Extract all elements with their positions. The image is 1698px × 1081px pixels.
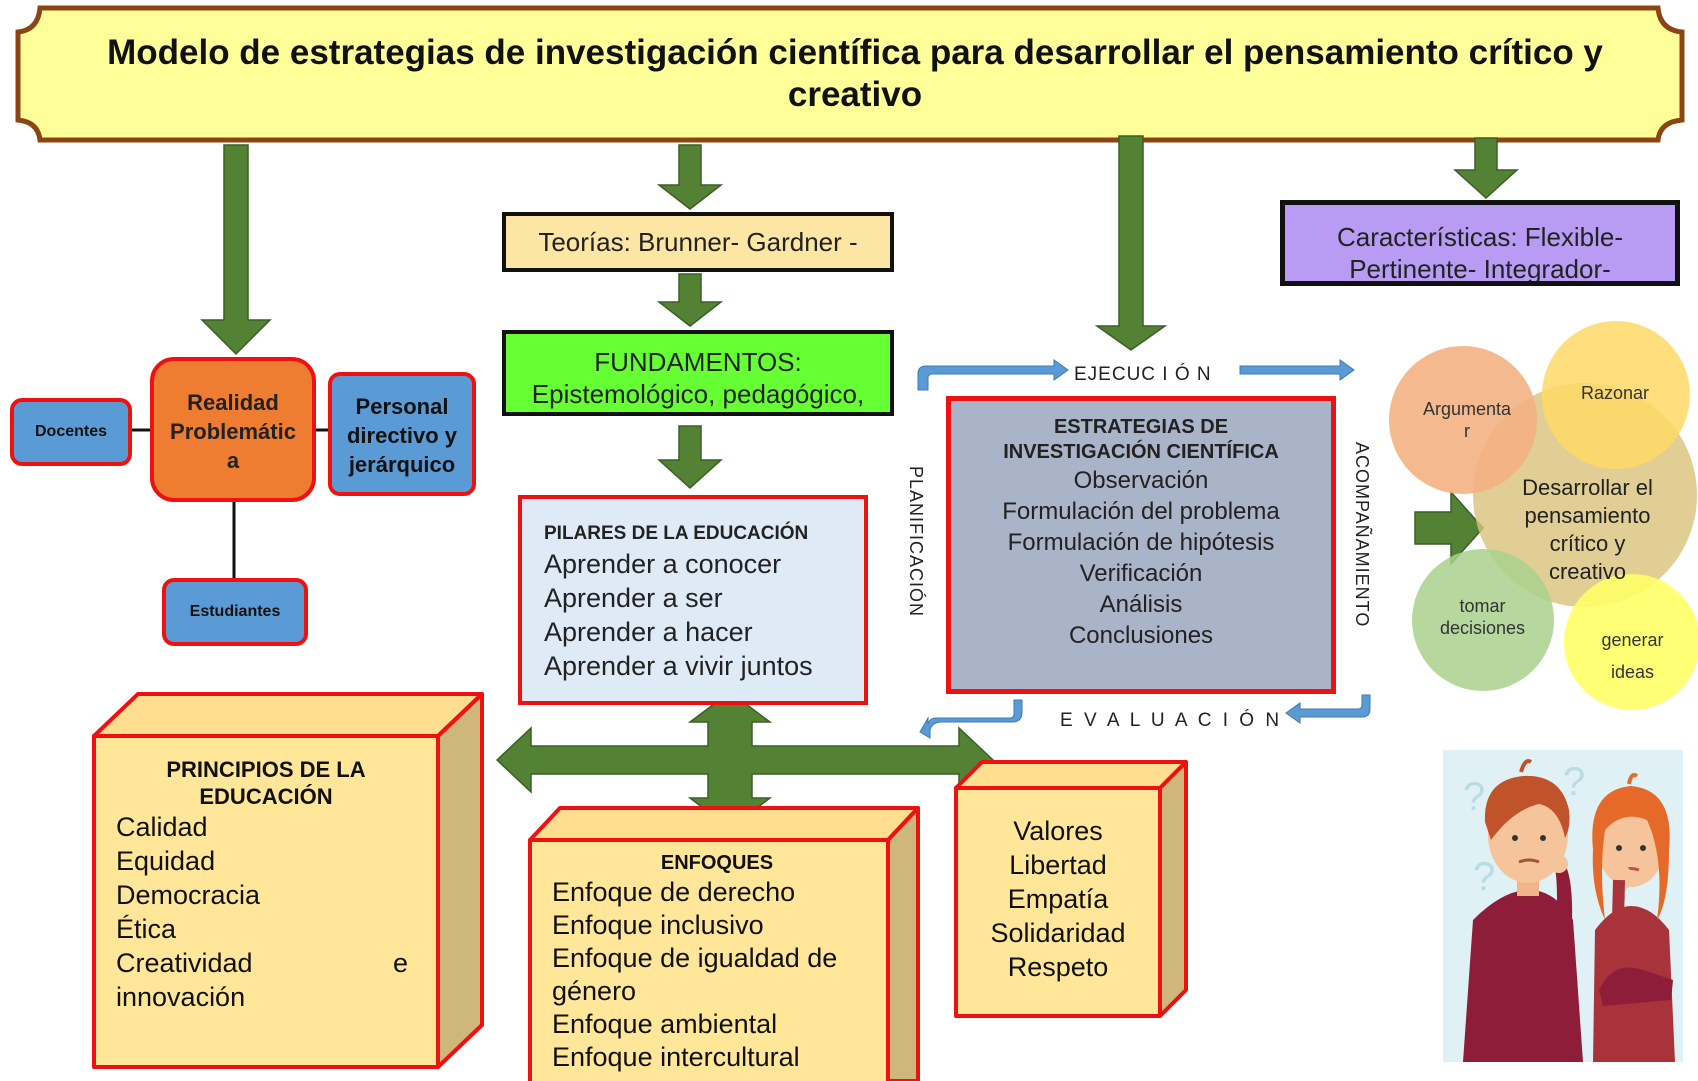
valor-item: Solidaridad bbox=[990, 918, 1126, 948]
realidad-line1: Realidad bbox=[187, 390, 279, 415]
personal-box: Personal directivo y jerárquico bbox=[328, 372, 476, 496]
thinking-people-illustration: ????? bbox=[1443, 750, 1683, 1062]
valores-box-front bbox=[954, 786, 1162, 1018]
realidad-line3: a bbox=[226, 448, 240, 473]
principios-heading-2: EDUCACIÓN bbox=[199, 784, 333, 809]
page-title: Modelo de estrategias de investigación c… bbox=[107, 33, 1603, 114]
fundamentos-box: FUNDAMENTOS: Epistemológico, pedagógico, bbox=[502, 330, 894, 416]
evaluacion-label: E V A L U A C I Ó N bbox=[1060, 710, 1283, 731]
valores-content: Valores Libertad Empatía Solidaridad Res… bbox=[960, 814, 1156, 984]
cycle-arrow-bottom-left bbox=[919, 699, 1023, 739]
title-banner bbox=[15, 5, 1685, 143]
fundamentos-line1: FUNDAMENTOS: bbox=[594, 347, 802, 377]
venn-razonar-label: Razonar bbox=[1580, 383, 1650, 403]
boy-figure bbox=[1463, 759, 1583, 1062]
docentes-box: Docentes bbox=[10, 398, 132, 466]
cycle-arrow-top-left bbox=[917, 359, 1069, 391]
principio-item: Equidad bbox=[116, 846, 216, 876]
personal-line3: jerárquico bbox=[348, 452, 456, 477]
venn-argumentar-circle bbox=[1389, 346, 1537, 494]
venn-tomar-label: tomar decisiones bbox=[1439, 596, 1526, 638]
arrow-to-estrategias bbox=[1094, 135, 1168, 351]
realidad-box: Realidad Problemátic a bbox=[150, 357, 316, 502]
arrow-to-pilares bbox=[657, 425, 723, 490]
estrategia-item: Formulación de hipótesis bbox=[1007, 529, 1275, 556]
principio-item: Democracia bbox=[116, 880, 261, 910]
estrategia-item: Verificación bbox=[1079, 560, 1203, 587]
principio-item: Calidad bbox=[116, 812, 208, 842]
enfoques-box-side bbox=[886, 806, 920, 1081]
arrow-to-teorias bbox=[656, 144, 724, 210]
principios-box-side bbox=[436, 692, 484, 1069]
enfoque-item: Enfoque de derecho bbox=[552, 877, 796, 907]
estrategias-box: ESTRATEGIAS DE INVESTIGACIÓN CIENTÍFICA … bbox=[946, 396, 1336, 694]
venn-razonar-circle bbox=[1542, 321, 1690, 469]
arrow-to-realidad bbox=[200, 144, 272, 356]
pilar-item: Aprender a conocer bbox=[544, 549, 782, 579]
venn-diagram bbox=[1389, 321, 1698, 710]
estrategia-item: Formulación del problema bbox=[1002, 498, 1280, 525]
pilar-item: Aprender a hacer bbox=[544, 617, 753, 647]
cycle-arrow-bottom-right bbox=[1285, 694, 1371, 724]
cycle-arrow-top-right bbox=[1239, 359, 1355, 381]
personal-line1: Personal bbox=[355, 394, 449, 419]
valores-box-side bbox=[1158, 760, 1188, 1018]
valores-box-top bbox=[954, 760, 1188, 790]
enfoques-heading: ENFOQUES bbox=[660, 852, 774, 874]
principio-item: Creatividad e bbox=[116, 948, 408, 978]
enfoque-item: género bbox=[552, 976, 637, 1006]
fundamentos-line2: Epistemológico, pedagógico, bbox=[531, 379, 865, 409]
estrategia-item: Análisis bbox=[1099, 591, 1183, 618]
valor-item: Empatía bbox=[1007, 884, 1109, 914]
valor-item: Valores bbox=[1013, 816, 1103, 846]
caracteristicas-line1: Características: Flexible- bbox=[1336, 222, 1624, 252]
principios-box-front bbox=[92, 734, 440, 1069]
principio-item: innovación bbox=[116, 982, 246, 1012]
enfoque-item: Enfoque de igualdad de bbox=[552, 943, 838, 973]
estrategias-heading-2: INVESTIGACIÓN CIENTÍFICA bbox=[1003, 441, 1279, 463]
venn-tomar-circle bbox=[1412, 549, 1554, 691]
principios-content: PRINCIPIOS DE LA EDUCACIÓN Calidad Equid… bbox=[110, 756, 422, 1014]
enfoques-content: ENFOQUES Enfoque de derecho Enfoque incl… bbox=[552, 850, 882, 1075]
enfoque-item: Enfoque inclusivo bbox=[552, 910, 764, 940]
arrow-to-caracteristicas bbox=[1453, 137, 1519, 200]
svg-text:?: ? bbox=[1563, 760, 1585, 804]
ejecucion-label: EJECUC I Ó N bbox=[1074, 364, 1212, 385]
estrategia-item: Conclusiones bbox=[1068, 622, 1214, 649]
valor-item: Respeto bbox=[1007, 952, 1109, 982]
valor-item: Libertad bbox=[1009, 850, 1107, 880]
realidad-line2: Problemátic bbox=[170, 419, 296, 444]
principio-item: Ética bbox=[116, 914, 177, 944]
enfoques-box-top bbox=[528, 806, 920, 842]
principios-heading-1: PRINCIPIOS DE LA bbox=[166, 757, 366, 782]
svg-text:?: ? bbox=[1473, 855, 1495, 899]
venn-center-label: Desarrollar el pensamiento crítico y cre… bbox=[1522, 475, 1653, 584]
enfoque-item: Enfoque ambiental bbox=[552, 1009, 778, 1039]
arrow-to-fundamentos bbox=[656, 273, 724, 327]
venn-generar-circle bbox=[1564, 574, 1698, 710]
principios-box-top bbox=[92, 692, 484, 738]
svg-text:?: ? bbox=[1463, 775, 1485, 819]
caracteristicas-line2: Pertinente- Integrador- bbox=[1349, 254, 1611, 284]
enfoque-item: Enfoque intercultural bbox=[552, 1042, 800, 1072]
pilares-box: PILARES DE LA EDUCACIÓN Aprender a conoc… bbox=[518, 495, 868, 705]
venn-generar-label: generar ideas bbox=[1601, 630, 1664, 682]
enfoques-box-front bbox=[528, 838, 890, 1081]
caracteristicas-box: Características: Flexible- Pertinente- I… bbox=[1280, 200, 1680, 286]
venn-argumentar-label: Argumenta r bbox=[1422, 399, 1512, 441]
personal-line2: directivo y bbox=[346, 423, 458, 448]
estudiantes-box: Estudiantes bbox=[162, 578, 308, 646]
pilar-item: Aprender a vivir juntos bbox=[544, 651, 813, 681]
estrategia-item: Observación bbox=[1073, 467, 1209, 494]
pilar-item: Aprender a ser bbox=[544, 583, 723, 613]
pilares-heading: PILARES DE LA EDUCACIÓN bbox=[544, 523, 809, 544]
arrow-to-venn bbox=[1414, 490, 1485, 566]
teorias-box: Teorías: Brunner- Gardner - bbox=[502, 212, 894, 272]
estrategias-heading-1: ESTRATEGIAS DE bbox=[1053, 416, 1229, 438]
girl-figure bbox=[1592, 773, 1675, 1062]
